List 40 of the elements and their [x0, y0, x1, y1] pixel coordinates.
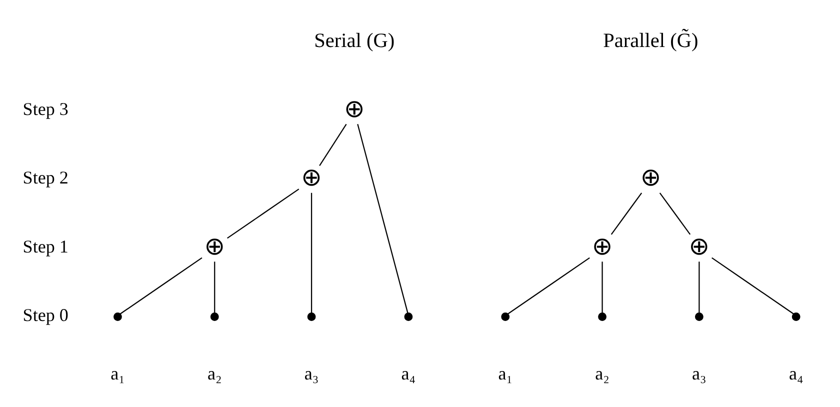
connector	[357, 124, 408, 314]
connector	[602, 262, 603, 313]
connector	[120, 257, 202, 314]
node-text: ⊕	[301, 162, 322, 192]
node-dot	[694, 312, 704, 321]
node-label: a₂	[207, 364, 222, 384]
node-dot	[210, 312, 219, 321]
node-label: a₃	[692, 364, 706, 384]
node-label: a₁	[498, 364, 512, 384]
node-dot	[598, 312, 606, 321]
label: Step 3	[22, 98, 68, 119]
node-label: a₃	[304, 364, 319, 384]
label: Step 2	[22, 168, 68, 188]
connector	[610, 192, 642, 235]
label: Step 1	[22, 236, 68, 256]
connector	[659, 192, 691, 235]
node-label: a₄	[401, 364, 416, 384]
node-label: a₂	[595, 364, 610, 384]
node-dot	[501, 312, 510, 321]
node-text: ⊕	[204, 231, 226, 260]
node-dot	[404, 312, 413, 321]
connector	[319, 124, 347, 166]
label: Parallel (G̃)	[603, 30, 698, 52]
node-dot	[114, 312, 122, 321]
node-text: ⊕	[592, 231, 613, 260]
connector	[214, 262, 216, 313]
label: Serial (G)	[314, 30, 395, 52]
node-text: ⊕	[344, 94, 365, 123]
node-label: a₁	[110, 364, 125, 384]
node-dot	[307, 312, 316, 321]
node-label: a₄	[788, 364, 804, 384]
node-text: ⊕	[640, 162, 662, 192]
label: Step 0	[22, 305, 68, 326]
node-dot	[792, 312, 800, 321]
node-text: ⊕	[688, 231, 710, 260]
connector	[712, 257, 794, 314]
connector	[698, 262, 700, 313]
connector	[226, 188, 300, 239]
connector	[310, 192, 312, 313]
connector	[508, 257, 590, 314]
